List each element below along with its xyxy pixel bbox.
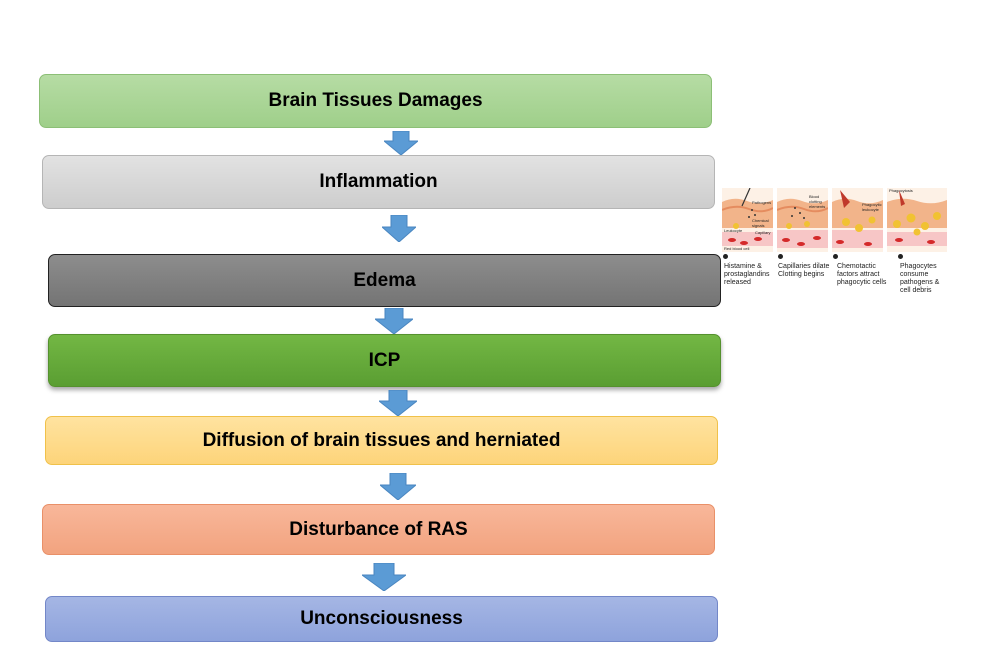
step-brain-tissue-damage: Brain Tissues Damages	[39, 74, 712, 128]
caption-capillaries-dilate: Capillaries dilate Clotting begins	[778, 263, 830, 278]
step-icp: ICP	[48, 334, 721, 387]
inflammation-panel-2: Blood clotting elements	[777, 188, 828, 252]
step-inflammation: Inflammation	[42, 155, 715, 209]
step-number-dot	[833, 254, 838, 259]
label-chemical-signals: Chemical signals	[752, 218, 769, 228]
step-number-dot	[898, 254, 903, 259]
label-capillary: Capillary	[755, 230, 771, 235]
step-number-dot	[723, 254, 728, 259]
label-phagocytosis: Phagocytosis	[889, 188, 913, 193]
step-diffusion-herniation: Diffusion of brain tissues and herniated	[45, 416, 718, 465]
down-arrow-icon	[375, 308, 413, 334]
label-blood-clotting: Blood clotting elements	[809, 194, 826, 209]
label-pathogens: Pathogens	[752, 200, 772, 205]
inflammation-panel-1: Pathogens Chemical signals Leukocyte Cap…	[722, 188, 773, 252]
down-arrow-icon	[379, 390, 417, 416]
step-ras-disturbance: Disturbance of RAS	[42, 504, 715, 555]
label-red-blood-cell: Red blood cell	[724, 246, 750, 251]
caption-chemotactic: Chemotactic factors attract phagocytic c…	[837, 263, 887, 286]
caption-histamine: Histamine & prostaglandins released	[724, 263, 770, 286]
step-unconsciousness: Unconsciousness	[45, 596, 718, 642]
down-arrow-icon	[362, 563, 406, 591]
step-edema: Edema	[48, 254, 721, 307]
caption-phagocytes: Phagocytes consume pathogens & cell debr…	[900, 263, 940, 294]
inflammation-process-illustration: Pathogens Chemical signals Leukocyte Cap…	[722, 188, 948, 298]
down-arrow-icon	[380, 473, 416, 500]
label-phagocytic-leukocyte: Phagocytic leukocyte	[862, 202, 882, 212]
down-arrow-icon	[384, 131, 418, 155]
down-arrow-icon	[382, 215, 416, 242]
label-leukocyte: Leukocyte	[724, 228, 743, 233]
inflammation-panel-3: Phagocytic leukocyte	[832, 188, 883, 252]
inflammation-panel-4: Phagocytosis	[887, 188, 947, 252]
step-number-dot	[778, 254, 783, 259]
